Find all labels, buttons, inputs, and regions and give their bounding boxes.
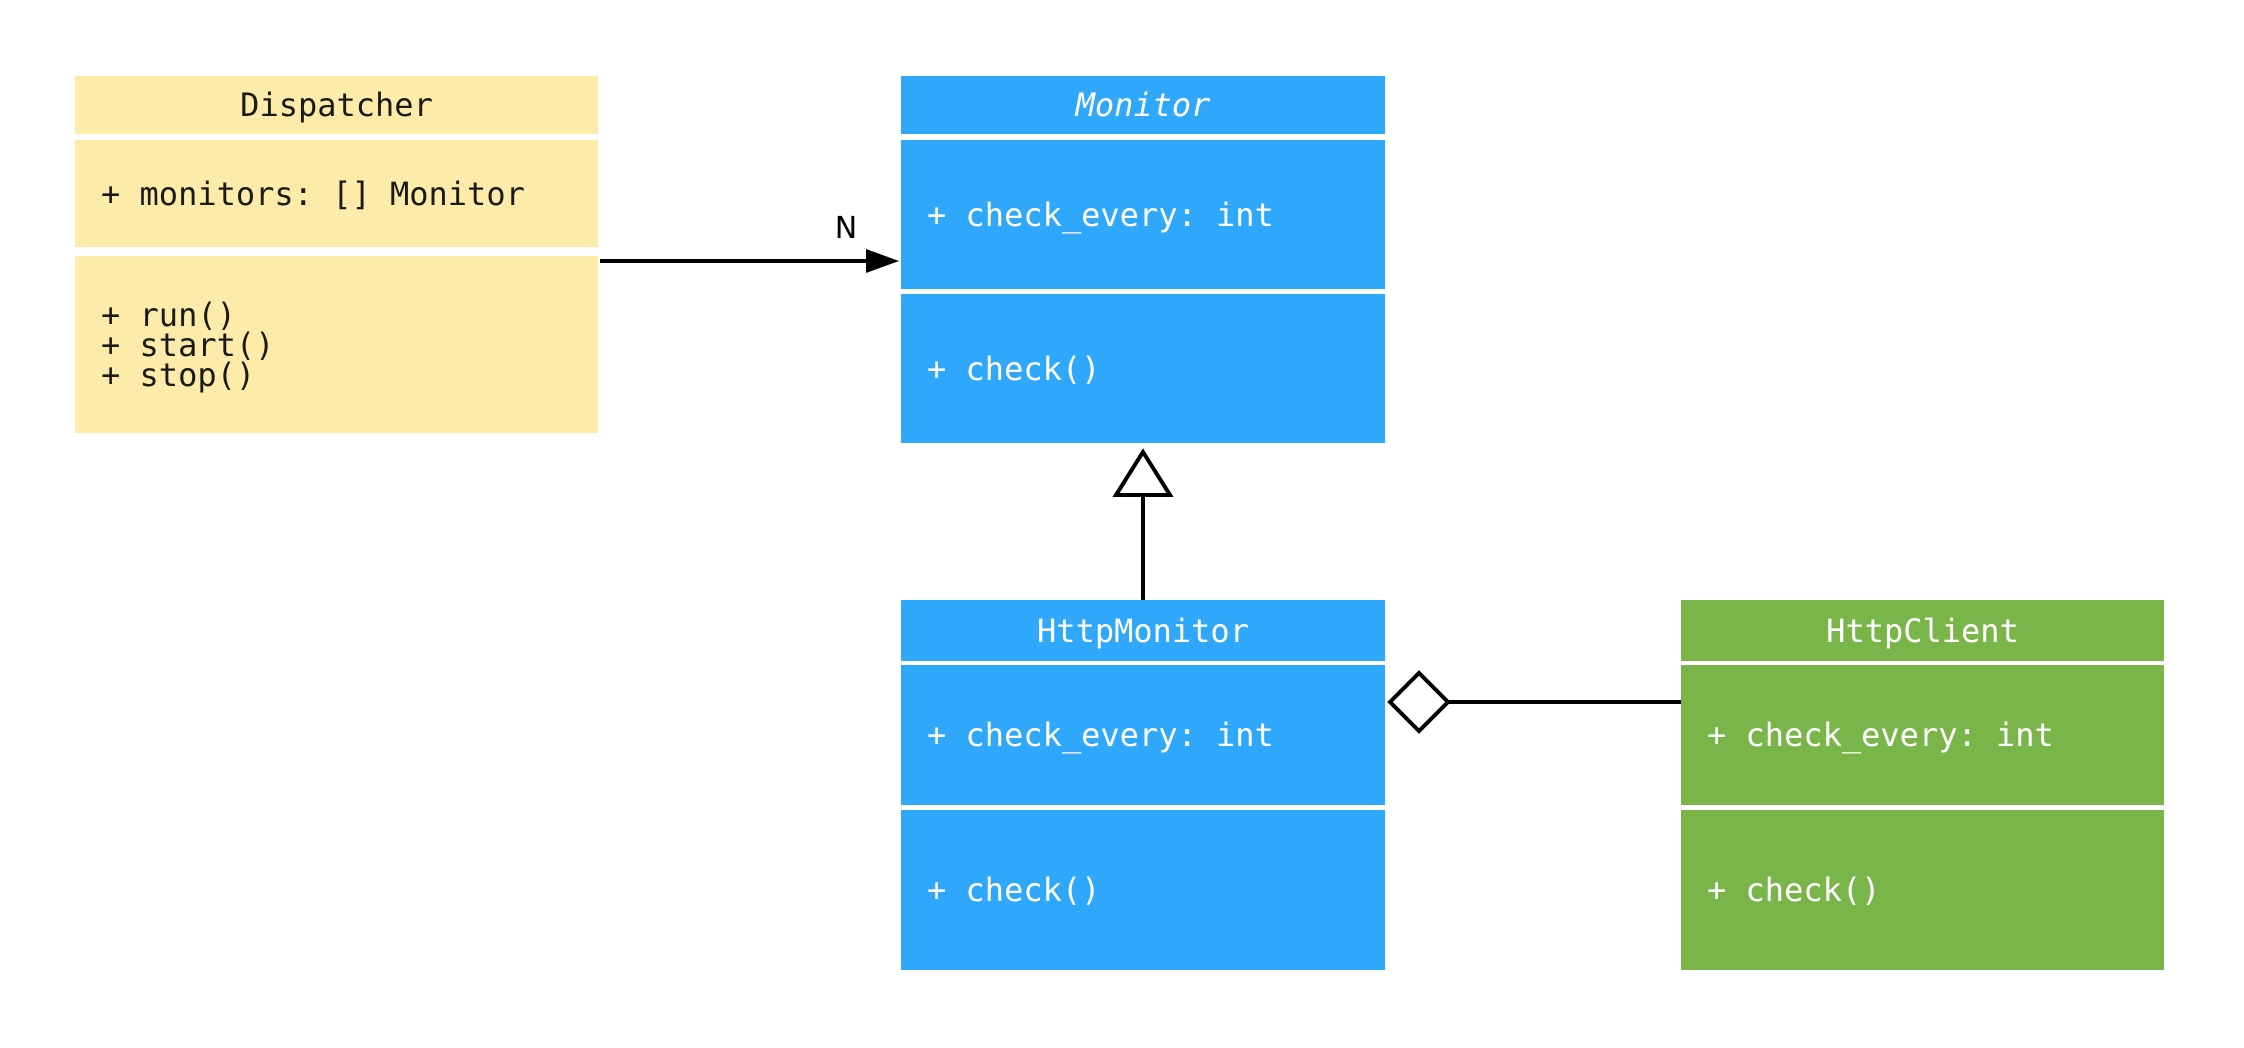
class-httpclient-title: HttpClient xyxy=(1681,600,2164,661)
class-httpclient: HttpClient + check_every: int + check() xyxy=(1681,600,2164,970)
class-httpclient-attributes: + check_every: int xyxy=(1681,665,2164,805)
class-monitor-attributes: + check_every: int xyxy=(901,140,1385,289)
aggregation-diamond-icon xyxy=(1387,670,1451,734)
association-edge-dispatcher-monitor: N xyxy=(600,211,899,273)
inheritance-triangle-icon xyxy=(1112,448,1174,497)
method-line: + start() xyxy=(101,325,275,364)
method-line: + stop() xyxy=(101,355,256,394)
inheritance-edge-httpmonitor-monitor xyxy=(1112,448,1174,600)
class-httpmonitor-title: HttpMonitor xyxy=(901,600,1385,661)
association-arrowhead-icon xyxy=(866,249,899,273)
class-dispatcher-methods: + run() + start() + stop() xyxy=(75,256,598,433)
class-monitor-methods: + check() xyxy=(901,294,1385,443)
class-monitor-title: Monitor xyxy=(901,76,1385,134)
class-dispatcher: Dispatcher + monitors: [] Monitor + run(… xyxy=(75,76,598,433)
class-dispatcher-title: Dispatcher xyxy=(75,76,598,134)
method-line: + check() xyxy=(927,871,1101,909)
association-multiplicity-label: N xyxy=(835,211,857,246)
aggregation-edge-httpmonitor-httpclient xyxy=(1387,670,1681,734)
method-line: + run() xyxy=(101,295,236,334)
attribute-line: + monitors: [] Monitor xyxy=(101,174,525,213)
class-httpclient-methods: + check() xyxy=(1681,810,2164,970)
class-httpmonitor-attributes: + check_every: int xyxy=(901,665,1385,805)
attribute-line: + check_every: int xyxy=(927,195,1274,234)
attribute-line: + check_every: int xyxy=(1707,716,2054,754)
class-httpmonitor: HttpMonitor + check_every: int + check() xyxy=(901,600,1385,970)
class-monitor: Monitor + check_every: int + check() xyxy=(901,76,1385,443)
class-dispatcher-attributes: + monitors: [] Monitor xyxy=(75,140,598,247)
class-httpmonitor-methods: + check() xyxy=(901,810,1385,970)
method-line: + check() xyxy=(1707,871,1881,909)
attribute-line: + check_every: int xyxy=(927,716,1274,754)
method-line: + check() xyxy=(927,349,1101,388)
